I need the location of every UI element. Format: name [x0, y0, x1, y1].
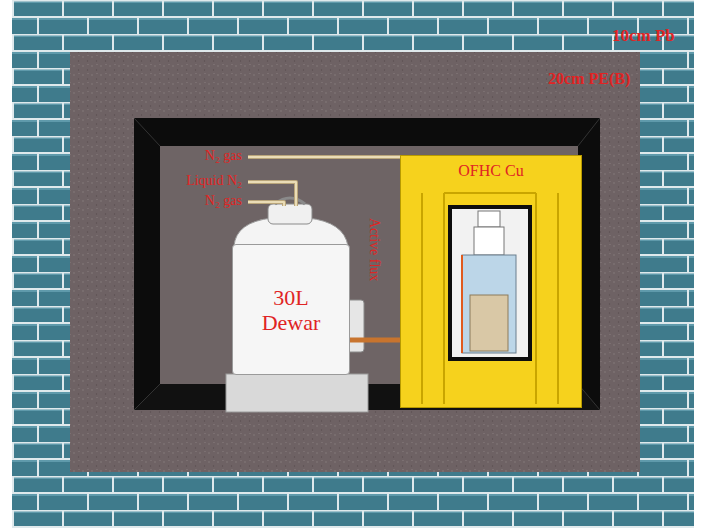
node-label: OFHC Cu	[406, 162, 576, 180]
dewar-stand	[226, 374, 368, 412]
dewar-body: 30L Dewar	[232, 244, 350, 375]
copper-shield: OFHC Cu	[400, 155, 582, 408]
node-label: 30L Dewar	[256, 285, 326, 336]
gas-pipes	[248, 157, 402, 206]
pipe-label: N₂ gas	[205, 148, 242, 164]
pe-thickness: 20cm PE(B)	[548, 70, 630, 88]
copper-cold-finger	[350, 340, 400, 341]
lead-thickness: 10cm Pb	[612, 26, 675, 46]
dewar-lid	[268, 204, 312, 224]
pipe-label: N₂ gas	[205, 193, 242, 209]
lead-wall	[12, 0, 694, 528]
flux-label: Active flux	[366, 218, 382, 281]
pe-layer	[70, 52, 640, 472]
cavity	[134, 118, 600, 410]
pipe-label: Liquid N₂	[186, 173, 242, 189]
detector-drawing	[400, 155, 580, 408]
